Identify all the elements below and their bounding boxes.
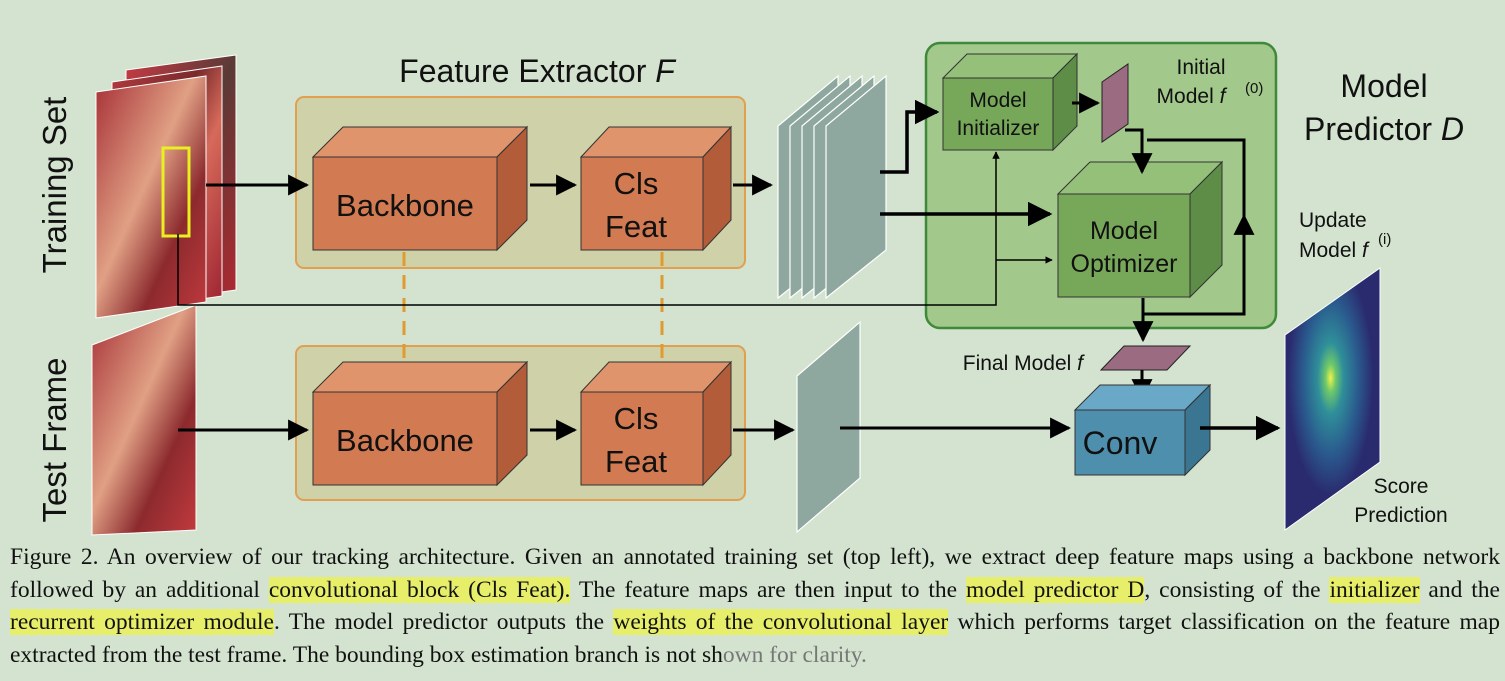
backbone-label: Backbone [336,423,474,458]
cls-feat-label: Cls [614,401,659,436]
cls-feat-label: Cls [614,166,659,201]
caption-text: which performs target classification on … [10,609,1500,668]
conv-block: Conv [1073,383,1212,477]
score-prediction-label: Prediction [1354,504,1447,527]
cls-feat-label: Feat [605,444,667,479]
cls-feat-block-test: Cls Feat [579,360,733,487]
model-initializer-label: Model [969,89,1026,112]
update-model-label: Update [1299,209,1367,232]
caption-highlight: weights of the convolutional layer [613,609,949,635]
initial-model-label: Model f [1157,85,1228,108]
score-prediction-label: Score [1374,475,1429,498]
cls-feat-block-train: Cls Feat [579,125,733,252]
caption-text: own for clarity. [722,641,867,668]
model-predictor-title: Model [1340,68,1427,104]
test-feature-map [796,320,861,534]
feature-extractor-title: Feature Extractor F [399,53,677,89]
caption-text: The feature maps are then input to the [570,576,966,603]
backbone-block-test: Backbone [311,360,529,487]
train-feature-maps [777,74,887,300]
model-initializer-label: Initializer [957,117,1040,140]
caption-text: . The model predictor outputs the [273,609,614,635]
backbone-label: Backbone [336,188,474,223]
figure-caption: Figure 2. An overview of our tracking ar… [10,541,1500,671]
caption-text: , consisting of the [1144,576,1330,603]
caption-highlight: model predictor D [965,576,1145,603]
caption-highlight: initializer [1329,576,1420,603]
model-optimizer-label: Model [1090,217,1158,245]
caption-text: Figure 2. An overview of our tracking ar… [10,544,1500,603]
final-model-label: Final Model f [963,352,1085,375]
initial-model-weights [1101,63,1129,143]
final-model-weights [1099,345,1192,371]
target-bounding-box [161,146,191,238]
score-prediction-map [1284,267,1381,531]
model-optimizer-block: Model Optimizer [1056,160,1224,299]
initial-model-superscript: (0) [1245,80,1263,97]
caption-text: and the [1419,576,1500,603]
backbone-block-train: Backbone [311,125,529,252]
initial-model-label: Initial [1176,56,1225,79]
model-initializer-block: Model Initializer [941,52,1079,152]
model-optimizer-label: Optimizer [1071,250,1178,278]
update-model-label: Model f [1299,239,1370,262]
training-set-images [95,54,237,319]
training-set-label: Training Set [36,97,73,274]
update-model-superscript: (i) [1378,231,1391,248]
caption-highlight: recurrent optimizer module [10,609,274,635]
caption-highlight: convolutional block (Cls Feat). [268,576,571,603]
test-frame-image [91,304,197,536]
cls-feat-label: Feat [605,209,667,244]
test-frame-label: Test Frame [36,357,73,522]
model-predictor-title: Predictor D [1304,111,1464,147]
conv-label: Conv [1083,425,1158,461]
architecture-diagram: Training Set Test Frame Feature Extracto… [36,41,1464,536]
